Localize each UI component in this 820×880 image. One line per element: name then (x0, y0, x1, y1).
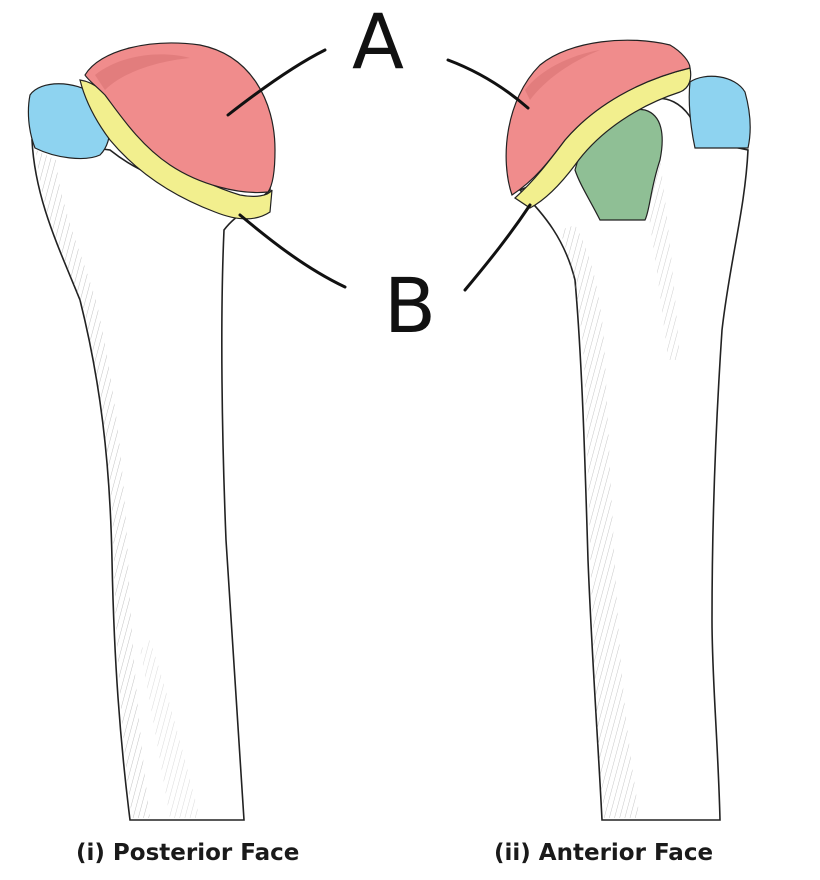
anterior-head-shading (525, 50, 600, 100)
label-a: A (352, 0, 404, 86)
leader-lines (226, 48, 532, 292)
anterior-greater-tubercle (688, 75, 751, 149)
leader-line-a-left (226, 48, 327, 117)
posterior-humerus (27, 42, 276, 821)
posterior-shaft-lower-shading (140, 640, 200, 818)
leader-line-b-right (463, 203, 532, 292)
leader-line-a-right (446, 58, 530, 110)
caption-posterior-face: (i) Posterior Face (76, 840, 300, 866)
posterior-shaft-shading (36, 150, 150, 818)
anterior-shaft-shading (560, 225, 640, 818)
posterior-humeral-head (84, 42, 276, 194)
anterior-humerus (505, 39, 751, 821)
label-b: B (384, 261, 436, 350)
anterior-groove-shading (640, 160, 680, 360)
posterior-head-shading (95, 54, 190, 90)
anterior-humeral-head (505, 39, 691, 196)
caption-anterior-face: (ii) Anterior Face (494, 840, 714, 866)
leader-line-b-left (238, 213, 347, 289)
